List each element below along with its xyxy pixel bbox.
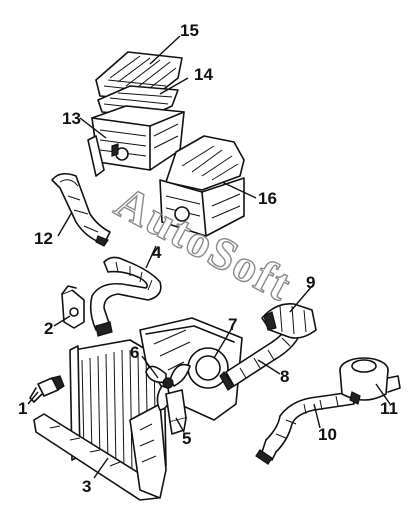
leader-8 [257, 359, 281, 375]
callout-12: 12 [34, 229, 53, 248]
callout-7: 7 [228, 315, 237, 334]
leader-15 [149, 35, 181, 65]
leader-7 [213, 327, 233, 359]
lower-shield [33, 403, 167, 501]
radiator-hose-upper [219, 321, 303, 391]
callout-8: 8 [280, 367, 289, 386]
leader-1 [27, 391, 39, 405]
callout-13: 13 [62, 109, 81, 128]
leader-14 [159, 77, 189, 95]
expansion-tank [339, 357, 401, 405]
leader-3 [93, 457, 109, 479]
callout-4: 4 [152, 243, 162, 262]
callout-14: 14 [194, 65, 213, 84]
leader-6 [141, 355, 159, 379]
air-duct [51, 172, 111, 247]
callout-5: 5 [182, 429, 191, 448]
callout-9: 9 [306, 273, 315, 292]
bracket [61, 285, 85, 329]
leader-2 [53, 315, 71, 327]
callout-2: 2 [44, 319, 53, 338]
air-filter-housing [87, 105, 185, 177]
leader-13 [79, 117, 107, 139]
leader-9 [289, 285, 313, 313]
callout-3: 3 [82, 477, 91, 496]
leader-10 [313, 403, 321, 429]
air-filter-assembly [159, 135, 245, 237]
radiator-hose-lower [255, 391, 355, 465]
leader-12 [57, 211, 73, 237]
leader-4 [145, 245, 157, 269]
leader-11 [375, 383, 391, 405]
callout-15: 15 [180, 21, 199, 40]
callout-6: 6 [130, 343, 139, 362]
callout-16: 16 [258, 189, 277, 208]
callout-10: 10 [318, 425, 337, 444]
intake-hose [89, 256, 162, 337]
sensor [29, 375, 65, 403]
fan-motor [165, 389, 187, 435]
hose-clamp [261, 302, 317, 339]
leader-lines [27, 35, 391, 479]
callout-1: 1 [18, 399, 27, 418]
callout-11: 11 [380, 399, 398, 418]
fan-shroud [139, 317, 243, 421]
leader-16 [221, 181, 257, 199]
leader-5 [175, 417, 185, 433]
callout-labels: 15 14 13 16 12 4 2 9 7 6 8 1 5 11 10 3 [18, 21, 398, 496]
